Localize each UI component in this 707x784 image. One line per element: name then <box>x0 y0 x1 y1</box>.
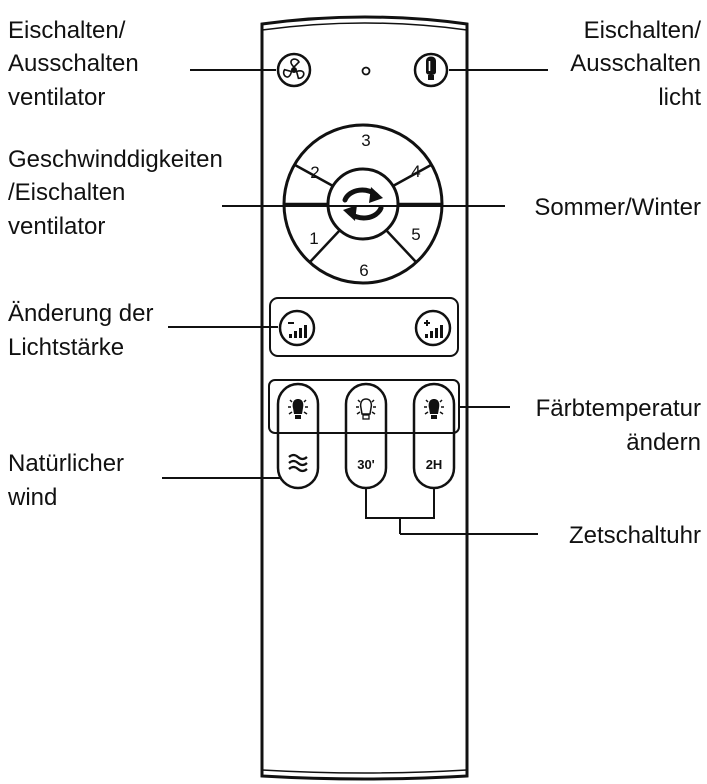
speed-button-1[interactable]: 1 <box>309 229 318 248</box>
fan-power-button[interactable] <box>276 52 312 88</box>
svg-text:Eischalten/: Eischalten/ <box>8 17 126 44</box>
label-timer: Zetschaltuhr <box>569 522 701 549</box>
brightness-down-icon <box>288 322 307 338</box>
svg-text:/Eischalten: /Eischalten <box>8 179 125 206</box>
svg-text:Natürlicher: Natürlicher <box>8 450 124 477</box>
svg-text:ändern: ändern <box>626 429 701 456</box>
brightness-up-icon <box>424 320 443 338</box>
speed-number-1: 1 <box>309 229 318 248</box>
natural-wind-button[interactable] <box>288 453 308 473</box>
speed-number-2: 2 <box>310 163 319 182</box>
timer-2h-label: 2H <box>426 457 443 472</box>
svg-text:wind: wind <box>7 484 57 511</box>
speed-button-4[interactable]: 4 <box>411 162 420 181</box>
label-summer-winter: Sommer/Winter <box>534 194 701 221</box>
indicator-led <box>361 66 371 76</box>
speed-button-6[interactable]: 6 <box>359 261 368 280</box>
speed-wheel <box>282 123 444 285</box>
svg-text:licht: licht <box>658 84 701 111</box>
svg-text:Zetschaltuhr: Zetschaltuhr <box>569 522 701 549</box>
fan-icon <box>282 58 305 80</box>
label-brightness: Änderung der Lichtstärke <box>8 300 153 361</box>
wind-waves-icon <box>288 453 308 473</box>
speed-number-3: 3 <box>361 131 370 150</box>
svg-text:Sommer/Winter: Sommer/Winter <box>534 194 701 221</box>
leader-lines <box>162 69 548 535</box>
label-natural-wind: Natürlicher wind <box>7 450 124 511</box>
speed-button-2[interactable]: 2 <box>310 163 319 182</box>
timer-2h-button[interactable]: 2H <box>426 457 443 472</box>
svg-text:Ausschalten: Ausschalten <box>8 50 139 77</box>
label-light-power: Eischalten/ Ausschalten licht <box>570 17 701 111</box>
svg-text:Geschwinddigkeiten: Geschwinddigkeiten <box>8 146 223 173</box>
speed-number-6: 6 <box>359 261 368 280</box>
speed-button-5[interactable]: 5 <box>411 225 420 244</box>
timer-bracket <box>365 488 435 534</box>
summer-winter-button[interactable] <box>342 187 384 221</box>
label-color-temperature: Färbtemperatur ändern <box>536 395 701 456</box>
svg-text:ventilator: ventilator <box>8 213 105 240</box>
timer-30-label: 30' <box>357 457 375 472</box>
brightness-up-button[interactable] <box>414 309 452 347</box>
svg-text:Eischalten/: Eischalten/ <box>584 17 702 44</box>
speed-number-5: 5 <box>411 225 420 244</box>
timer-30-button[interactable]: 30' <box>357 457 375 472</box>
pill-button-left <box>276 382 320 490</box>
label-speeds: Geschwinddigkeiten /Eischalten ventilato… <box>8 146 223 240</box>
svg-text:ventilator: ventilator <box>8 84 105 111</box>
light-power-button[interactable] <box>413 52 449 88</box>
svg-text:Lichtstärke: Lichtstärke <box>8 334 124 361</box>
bulb-icon <box>426 56 436 80</box>
speed-button-3[interactable]: 3 <box>361 131 370 150</box>
label-fan-power: Eischalten/ Ausschalten ventilator <box>8 17 139 111</box>
speed-number-4: 4 <box>411 162 420 181</box>
svg-text:Färbtemperatur: Färbtemperatur <box>536 395 701 422</box>
rotate-arrows-icon <box>342 187 384 221</box>
svg-text:Ausschalten: Ausschalten <box>570 50 701 77</box>
svg-text:Änderung der: Änderung der <box>8 300 153 327</box>
brightness-down-button[interactable] <box>278 309 316 347</box>
